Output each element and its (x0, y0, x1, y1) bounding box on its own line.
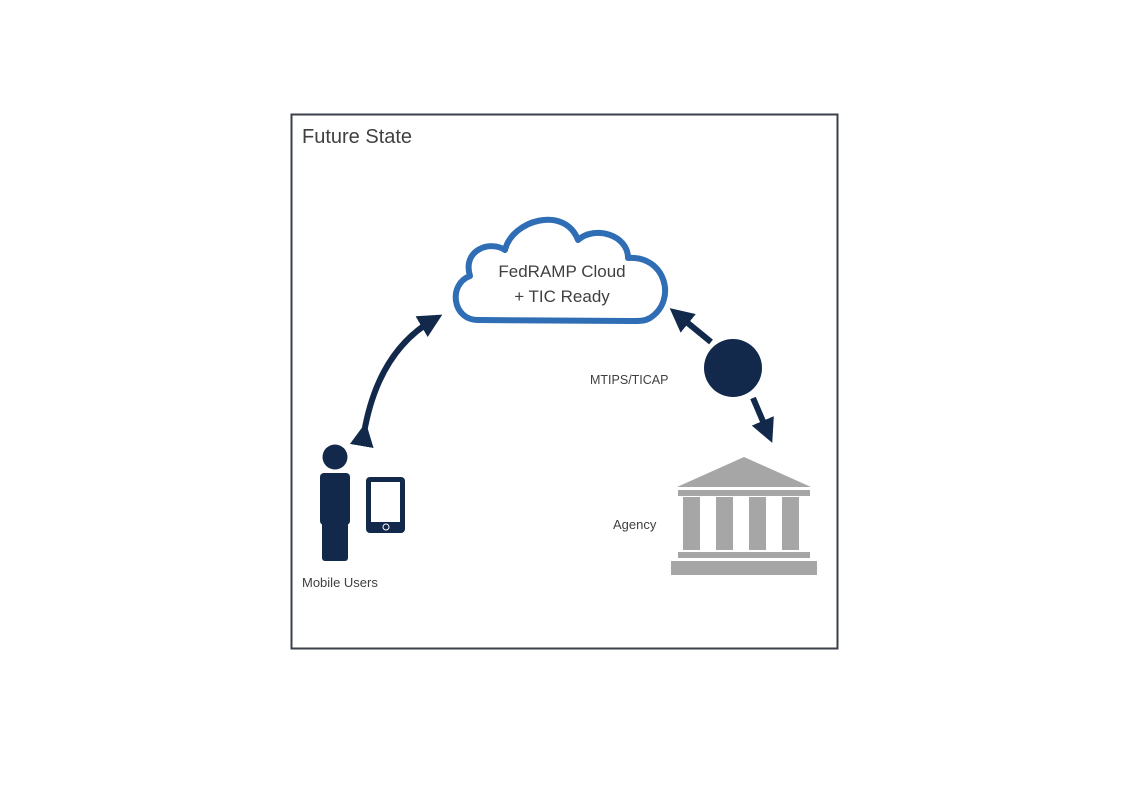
agency-label: Agency (613, 517, 657, 532)
arrow-gateway-to-cloud (669, 308, 713, 345)
arrow-gateway-to-agency (750, 396, 774, 443)
gateway-node-icon (704, 339, 762, 397)
diagram-title: Future State (302, 126, 412, 148)
agency-building-icon (671, 457, 817, 575)
mobile-user-icon (320, 444, 350, 561)
cloud-label-line1: FedRAMP Cloud (498, 262, 625, 281)
cloud-label-line2: + TIC Ready (514, 287, 610, 306)
gateway-label: MTIPS/TICAP (590, 373, 668, 387)
mobile-users-label: Mobile Users (302, 575, 378, 590)
smartphone-icon (366, 477, 405, 533)
cloud-icon (452, 216, 669, 324)
bidirectional-arrow-mobile-cloud (349, 314, 443, 449)
